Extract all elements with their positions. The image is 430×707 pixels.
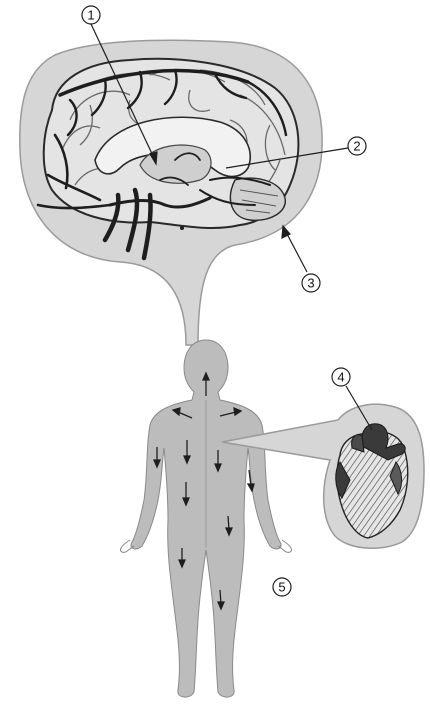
- callout-2-label: 2: [353, 139, 360, 154]
- callout-1-label: 1: [87, 8, 94, 23]
- callout-5-label: 5: [278, 580, 285, 595]
- callout-3-label: 3: [307, 276, 314, 291]
- callout-1: 1: [82, 6, 100, 24]
- callout-5: 5: [273, 578, 291, 596]
- callout-4-label: 4: [337, 370, 344, 385]
- callout-2: 2: [348, 137, 366, 155]
- callout-3: 3: [302, 274, 320, 292]
- brain-illustration: [44, 59, 299, 228]
- callout-4: 4: [332, 368, 350, 386]
- leader-line-3: [286, 232, 307, 272]
